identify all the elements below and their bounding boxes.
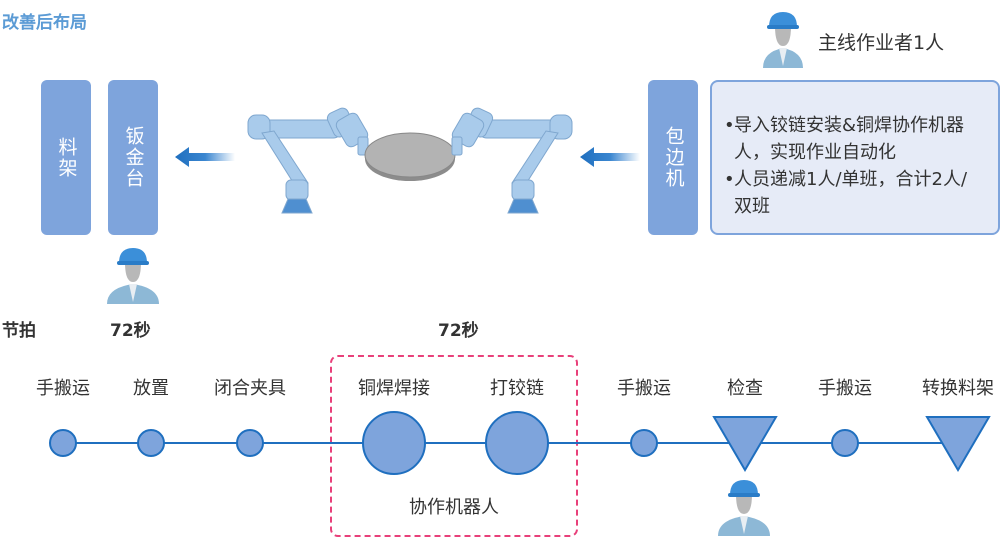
- process-flow: [49, 411, 991, 475]
- flow-arrow-right-icon: [580, 147, 640, 167]
- hemming-machine-label: 包边机: [662, 126, 685, 189]
- takt-value-before: 72秒: [110, 321, 151, 341]
- step-label: 闭合夹具: [214, 378, 286, 399]
- cobot-group-frame: [330, 355, 578, 537]
- hemming-machine-box: 包边机: [648, 80, 698, 235]
- step-label: 手搬运: [617, 378, 671, 399]
- material-rack-label: 料架: [55, 136, 78, 179]
- step-label: 检查: [727, 378, 763, 399]
- step-label: 放置: [133, 378, 169, 399]
- operation-circle: [630, 429, 658, 457]
- step-label: 铜焊焊接: [358, 378, 430, 399]
- operation-circle: [236, 429, 264, 457]
- storage-triangle: [712, 416, 778, 472]
- step-label: 手搬运: [36, 378, 90, 399]
- main-operator-label: 主线作业者1人: [818, 32, 945, 54]
- operation-circle: [137, 429, 165, 457]
- note-item: 导入铰链安装&铜焊协作机器人，实现作业自动化: [724, 112, 984, 166]
- storage-triangle: [925, 416, 991, 472]
- robot-operation-circle: [362, 411, 426, 475]
- inspector-icon: [718, 480, 770, 536]
- takt-label: 节拍: [2, 321, 36, 341]
- step-label: 打铰链: [490, 378, 544, 399]
- operation-circle: [831, 429, 859, 457]
- step-label: 手搬运: [818, 378, 872, 399]
- cobot-pair-icon: [247, 107, 573, 214]
- sheet-metal-table-label: 钣金台: [122, 126, 145, 189]
- material-rack-box: 料架: [41, 80, 91, 235]
- sheet-metal-table-box: 钣金台: [108, 80, 158, 235]
- note-item: 人员递减1人/单班，合计2人/双班: [724, 166, 984, 220]
- step-label: 转换料架: [922, 378, 994, 399]
- flow-arrow-left-icon: [175, 147, 235, 167]
- main-operator-icon: [763, 12, 803, 68]
- takt-value-after: 72秒: [438, 321, 479, 341]
- operator-icon: [107, 248, 159, 304]
- operation-circle: [49, 429, 77, 457]
- page-title: 改善后布局: [2, 13, 87, 33]
- cobot-group-label: 协作机器人: [409, 497, 499, 518]
- improvement-notes: 导入铰链安装&铜焊协作机器人，实现作业自动化 人员递减1人/单班，合计2人/双班: [710, 80, 1000, 235]
- robot-operation-circle: [485, 411, 549, 475]
